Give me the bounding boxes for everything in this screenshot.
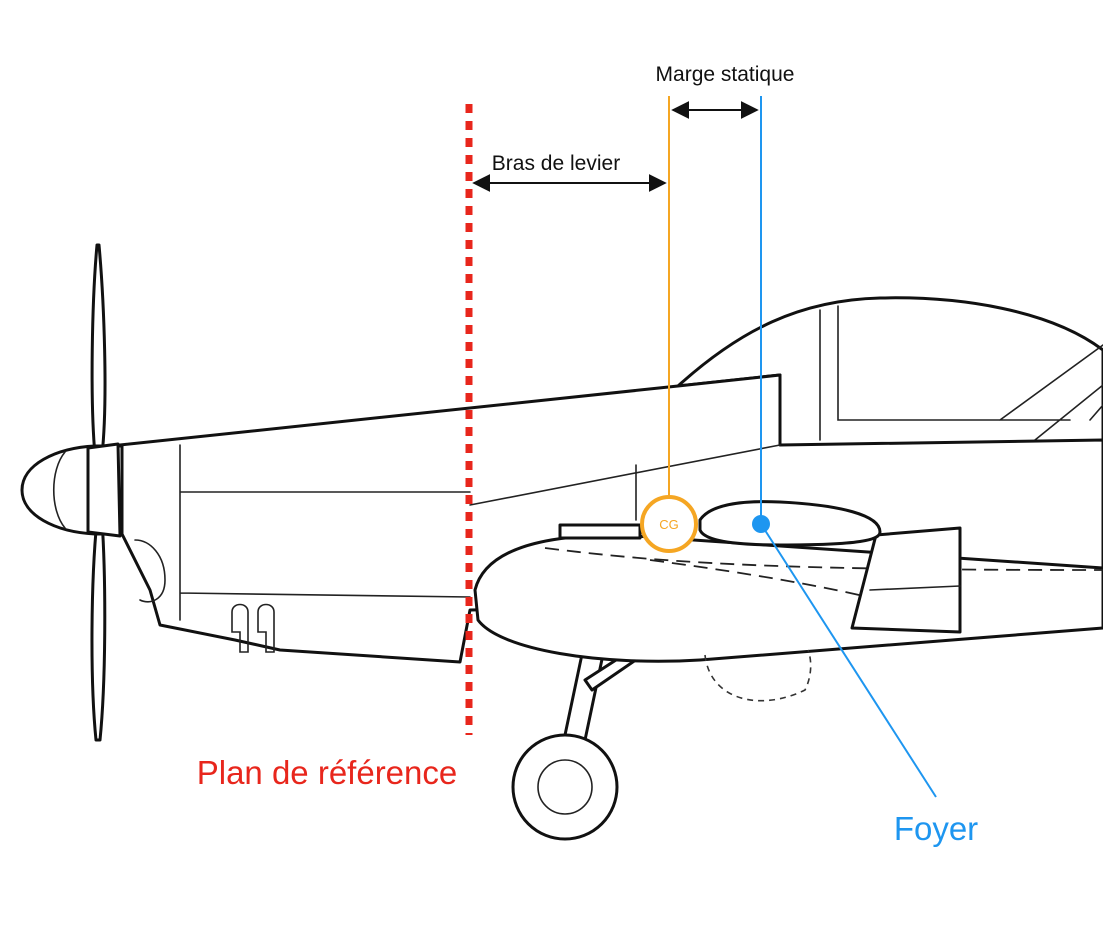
landing-gear <box>511 636 667 841</box>
cg-circle-icon <box>640 495 698 553</box>
propeller <box>20 243 124 742</box>
wing-root-fairing <box>558 500 882 547</box>
foyer-label: Foyer <box>894 810 978 847</box>
reference-plane-label: Plan de référence <box>197 754 458 791</box>
wing <box>473 526 1103 702</box>
foyer-marker-group <box>752 96 937 798</box>
foyer-leader-line <box>760 523 937 798</box>
cg-label: CG <box>659 517 679 532</box>
static-margin-label: Marge statique <box>656 63 795 86</box>
lever-arm-label: Bras de levier <box>492 152 620 175</box>
aircraft-drawing <box>20 243 1103 841</box>
cg-marker-group: CG <box>640 96 698 553</box>
